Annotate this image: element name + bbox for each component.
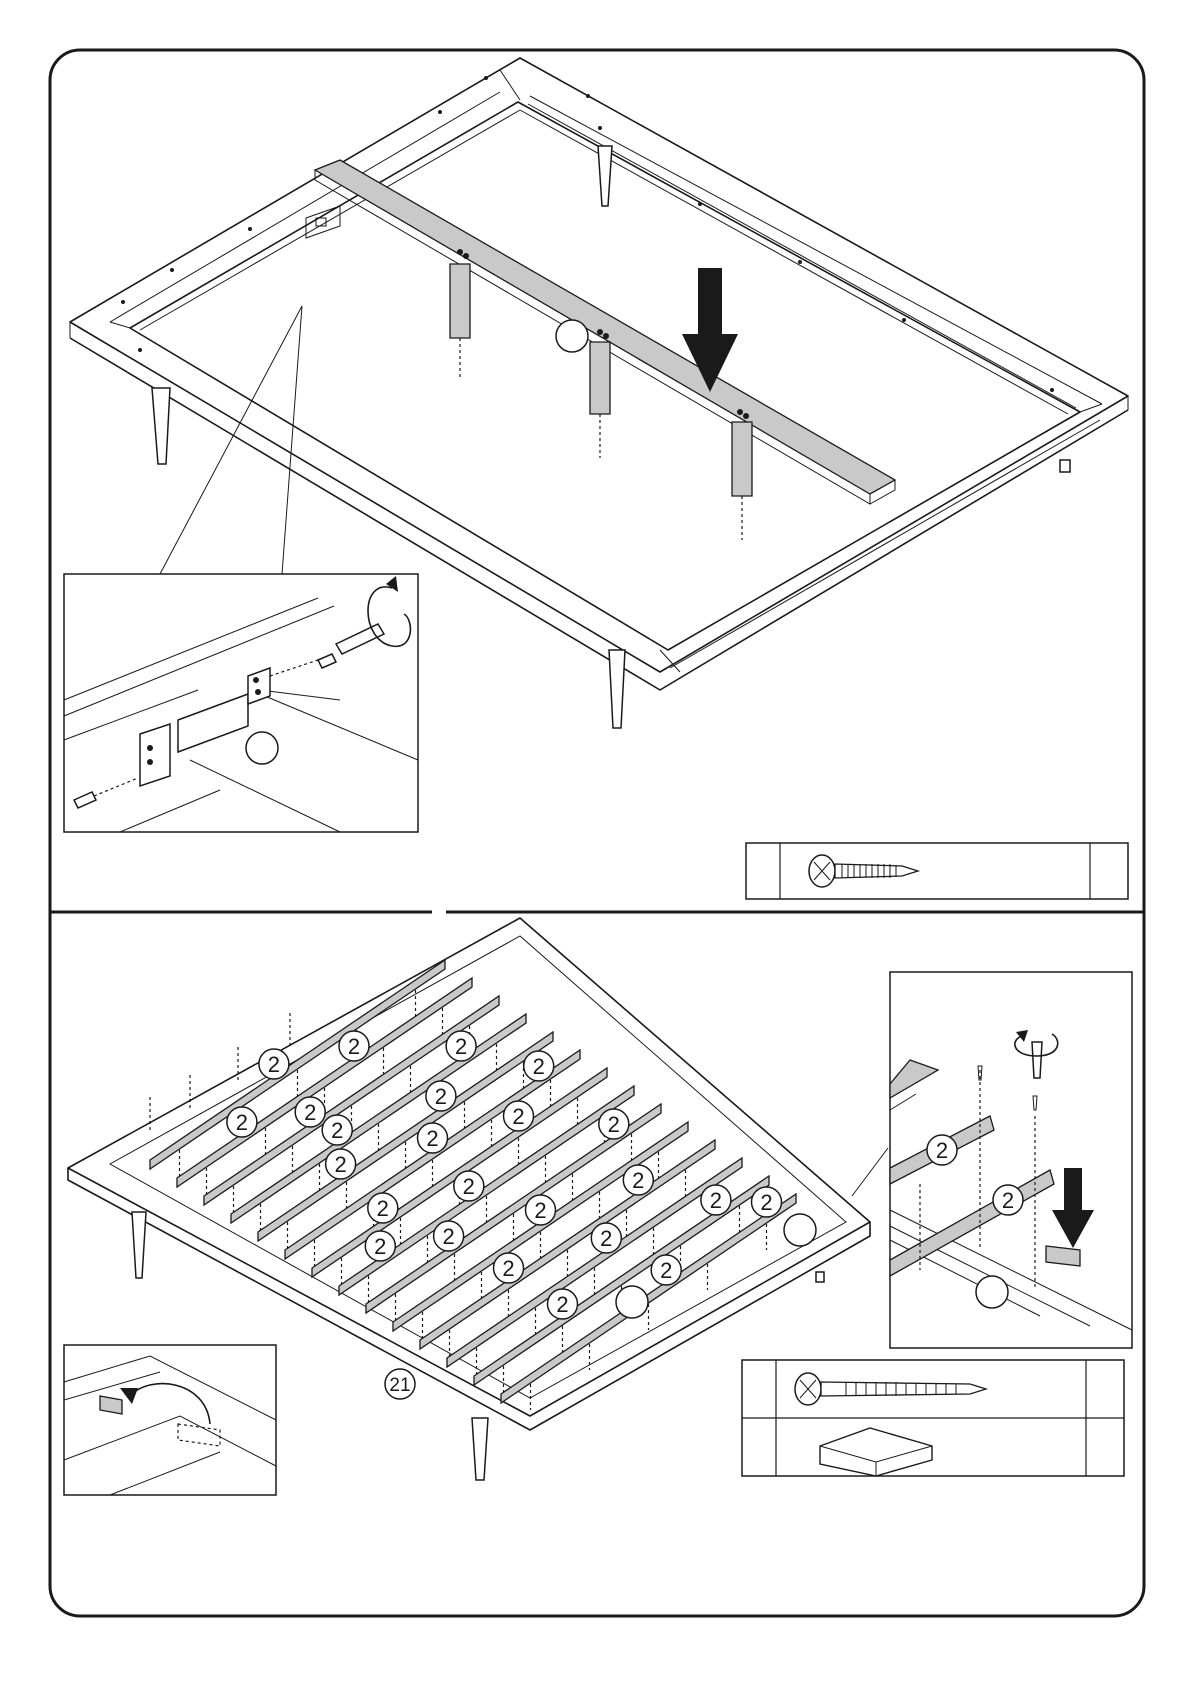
slat-part-label: 2 — [377, 1196, 389, 1221]
rail-part-circle — [556, 320, 588, 352]
wood-block-detail-callout — [64, 1345, 276, 1495]
slat-part-label: 2 — [348, 1034, 360, 1059]
detail-blank-circle — [976, 1276, 1008, 1308]
slat-part-label: 2 — [608, 1112, 620, 1137]
blank-part-circle-2 — [616, 1286, 648, 1318]
slat-part-label: 2 — [710, 1188, 722, 1213]
screwdriver-icon-2 — [1032, 1042, 1042, 1078]
slat-part-label: 2 — [660, 1258, 672, 1283]
slat-part-label: 2 — [304, 1100, 316, 1125]
slat-part-label: 2 — [512, 1104, 524, 1129]
centre-rail — [315, 160, 895, 494]
bracket-detail-callout — [64, 574, 418, 832]
slat-part-label: 2 — [533, 1054, 545, 1079]
step-b-hardware-box — [742, 1360, 1124, 1476]
slat-part-label: 2 — [556, 1292, 568, 1317]
frame-part-label: 21 — [389, 1375, 410, 1396]
slat-part-label: 2 — [534, 1198, 546, 1223]
zoom-leader — [160, 306, 302, 574]
slat-part-label: 2 — [760, 1190, 772, 1215]
slat-part-label: 2 — [442, 1224, 454, 1249]
slat-part-label: 2 — [268, 1052, 280, 1077]
slat-part-label: 2 — [374, 1234, 386, 1259]
slat-part-label: 2 — [435, 1084, 447, 1109]
slat-screw-detail-callout: 2 2 — [890, 972, 1132, 1348]
leg-back — [598, 146, 612, 206]
detail-slat-label-1: 2 — [936, 1138, 948, 1163]
slat-part-label: 2 — [600, 1226, 612, 1251]
slat-part-label: 2 — [502, 1256, 514, 1281]
step-a-hardware-box — [746, 843, 1128, 899]
leg-front-left — [152, 388, 170, 464]
slat-part-label: 2 — [632, 1168, 644, 1193]
step-b-leader — [852, 1148, 888, 1196]
detail-part-circle — [246, 732, 278, 764]
slat-part-label: 2 — [331, 1118, 343, 1143]
slat-part-label: 2 — [236, 1110, 248, 1135]
slat-part-label: 2 — [455, 1034, 467, 1059]
slat-part-label: 2 — [334, 1152, 346, 1177]
slat-part-label: 2 — [463, 1174, 475, 1199]
detail-slat-label-2: 2 — [1002, 1188, 1014, 1213]
slat-part-label: 2 — [426, 1126, 438, 1151]
blank-part-circle — [784, 1214, 816, 1246]
leg-front-right — [609, 650, 625, 728]
